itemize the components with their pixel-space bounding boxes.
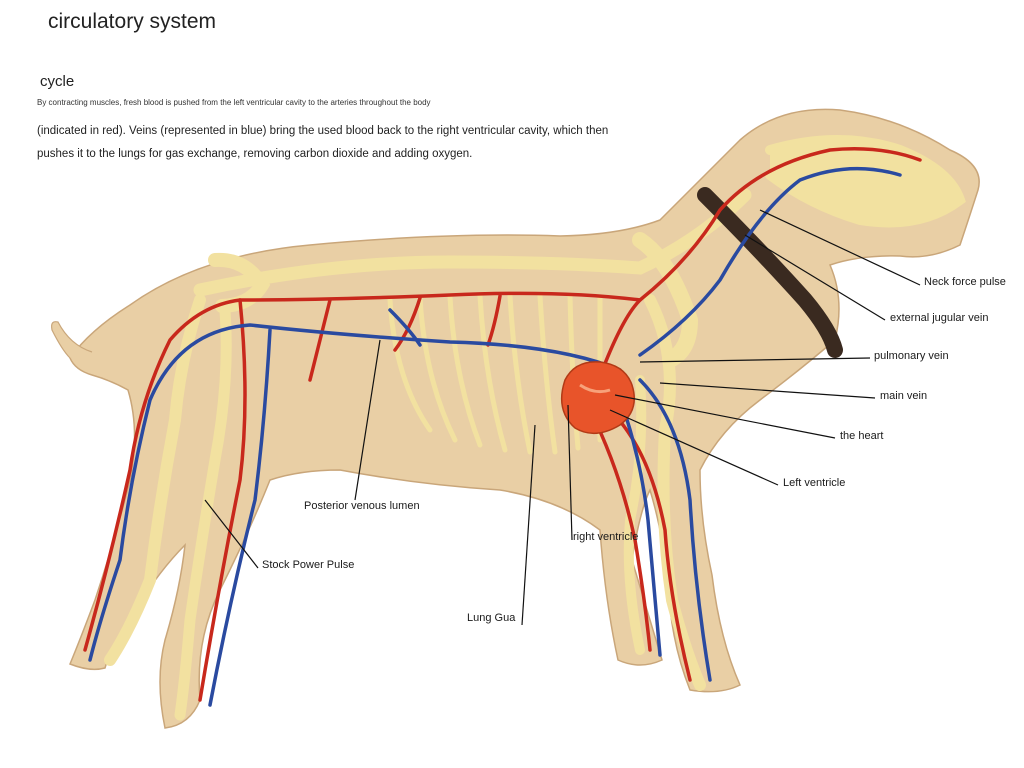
label-posterior-venous-lumen: Posterior venous lumen — [304, 500, 420, 512]
label-the-heart: the heart — [840, 430, 884, 442]
intro-paragraph: (indicated in red). Veins (represented i… — [37, 120, 657, 166]
leader-stock-power-pulse — [204, 499, 259, 569]
leader-right-ventricle — [567, 404, 573, 541]
label-stock-power-pulse: Stock Power Pulse — [262, 559, 355, 571]
label-neck-force-pulse: Neck force pulse — [924, 276, 1006, 288]
label-pulmonary-vein: pulmonary vein — [874, 350, 949, 362]
heart-organ — [560, 361, 635, 434]
collar — [697, 187, 843, 358]
label-main-vein: main vein — [880, 390, 928, 402]
leader-lung-gua — [521, 424, 536, 626]
section-subtitle: cycle — [40, 73, 75, 90]
leader-external-jugular-vein — [744, 234, 886, 321]
intro-small-text: By contracting muscles, fresh blood is p… — [37, 98, 431, 107]
label-lung-gua: Lung Gua — [467, 612, 516, 624]
leader-the-heart — [614, 394, 836, 439]
label-left-ventricle: Left ventricle — [783, 477, 846, 489]
intro-line-1: (indicated in red). Veins (represented i… — [37, 125, 609, 137]
skeleton — [104, 135, 966, 721]
leader-main-vein — [659, 382, 876, 399]
leader-left-ventricle — [609, 409, 779, 486]
intro-line-2: pushes it to the lungs for gas exchange,… — [37, 148, 473, 160]
leader-posterior-venous-lumen — [354, 339, 381, 501]
page-title: circulatory system — [48, 10, 217, 33]
veins — [88, 166, 902, 707]
leader-lines — [204, 209, 921, 626]
leader-neck-force-pulse — [759, 209, 921, 286]
label-right-ventricle: right ventricle — [573, 531, 639, 543]
leader-pulmonary-vein — [639, 357, 871, 363]
label-external-jugular-vein: external jugular vein — [890, 312, 989, 324]
